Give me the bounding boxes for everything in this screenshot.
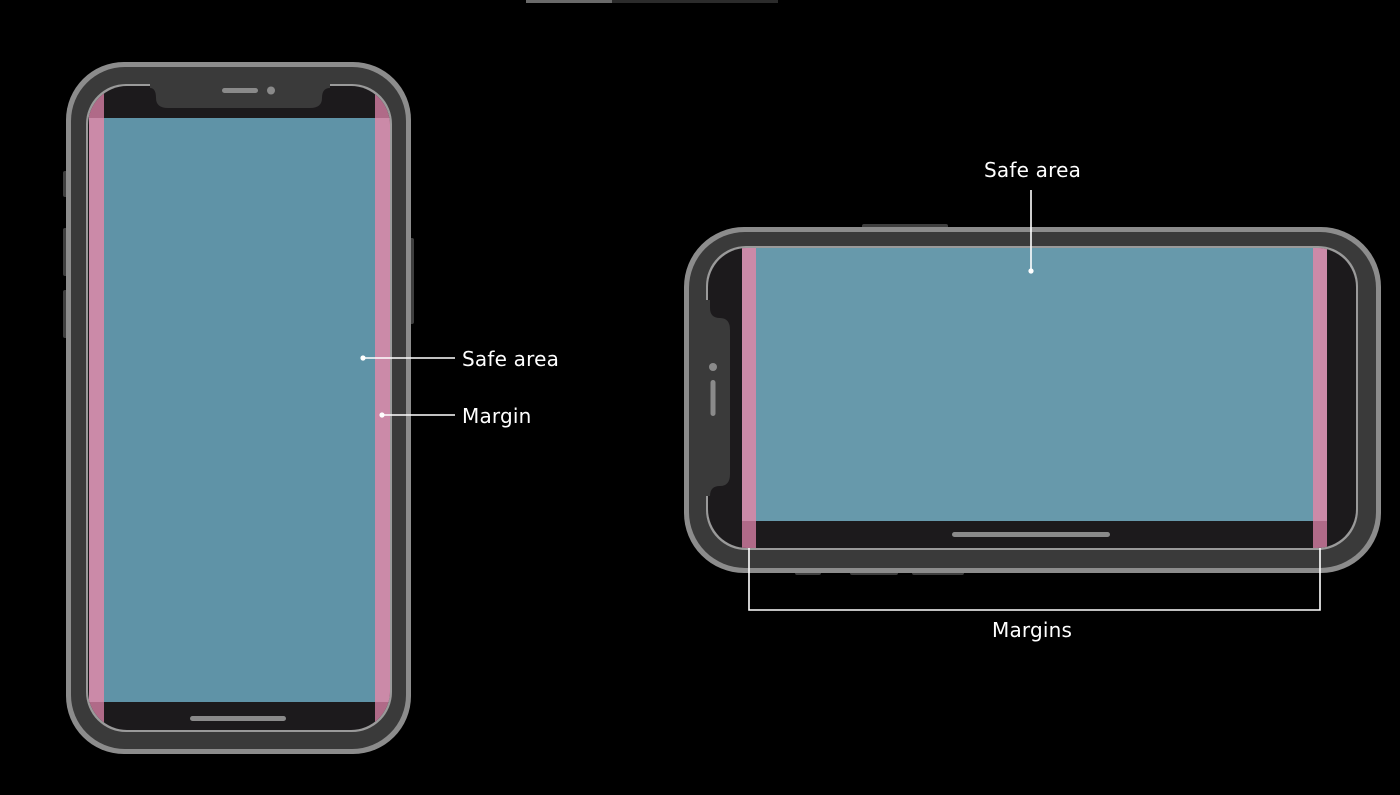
landscape-safe-area-dot [1028,268,1034,274]
landscape-safe-area [756,248,1313,521]
portrait-margin-label: Margin [462,404,532,428]
portrait-right-margin-safe [375,118,390,702]
landscape-home-indicator [952,532,1110,537]
landscape-left-margin-safe [742,248,756,521]
landscape-margins-bracket [748,548,1321,611]
portrait-notch [150,84,330,108]
page-indicator [526,0,778,3]
landscape-right-margin-safe [1313,248,1327,521]
landscape-safe-area-label: Safe area [984,158,1082,182]
landscape-margins-label: Margins [992,618,1073,642]
portrait-callouts [360,355,455,418]
portrait-safe-area-label: Safe area [462,347,560,371]
front-camera-icon [267,86,275,95]
landscape-callouts [748,190,1321,611]
page-indicator-active [526,0,612,3]
portrait-left-margin-safe [89,118,104,702]
speaker-grille-icon [222,88,258,93]
portrait-safe-area [104,118,375,702]
landscape-device [684,224,1381,575]
page-indicator-inactive [612,0,778,3]
landscape-front-camera-icon [709,363,717,371]
portrait-home-indicator [190,716,286,721]
portrait-device [63,62,414,754]
landscape-speaker-grille-icon [710,380,716,416]
landscape-notch [706,300,730,496]
